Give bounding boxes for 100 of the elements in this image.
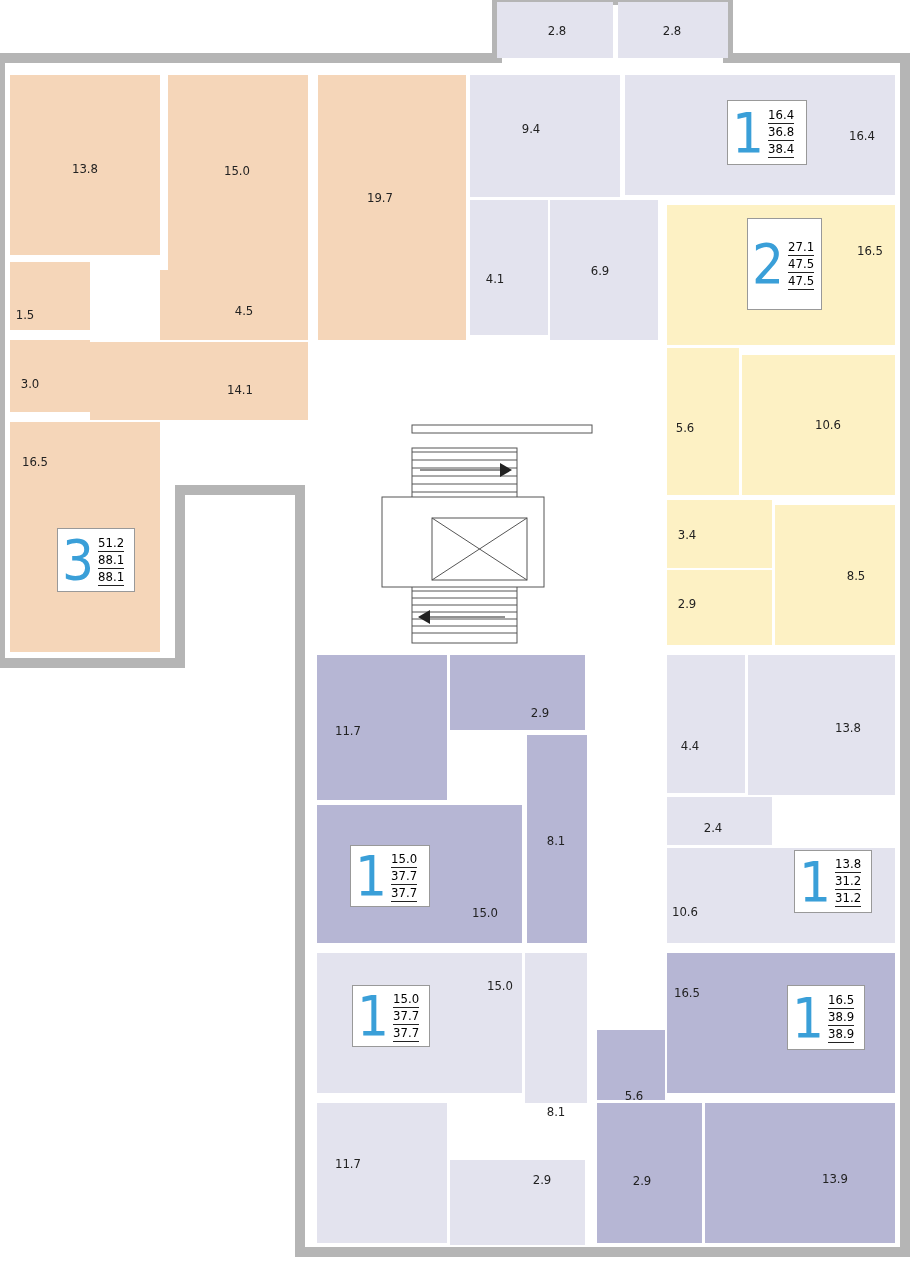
area-value: 16.4 [768,107,795,124]
room-area: 13.8 [72,160,98,176]
room [667,500,772,568]
room [497,2,613,58]
room-area: 19.7 [367,189,393,205]
room [450,1160,585,1245]
room-area: 15.0 [472,904,498,920]
room-area: 2.8 [547,22,567,38]
room [625,75,895,195]
room-area: 13.9 [822,1170,848,1186]
room-area: 5.6 [675,419,695,435]
room [775,505,895,645]
apartment-badge [787,985,865,1050]
room-area: 2.4 [703,819,723,835]
room [618,2,728,58]
area-value: 16.5 [828,992,855,1009]
area-value: 37.7 [393,1024,420,1042]
area-value: 27.1 [788,238,815,256]
room [317,1103,447,1243]
room [550,200,658,340]
room-area: 4.5 [234,302,254,318]
area-value: 31.2 [835,873,862,890]
room [317,805,522,943]
room-count: 1 [799,853,832,910]
room-area: 2.9 [677,595,697,611]
room [742,355,895,495]
apartment-badge [794,850,872,913]
room-area: 2.9 [530,704,550,720]
apartment-badge [727,100,807,165]
apartment-badge [747,218,822,310]
room [160,270,308,340]
room-count: 3 [62,532,95,588]
room [597,1103,702,1243]
room [317,953,522,1093]
room-area: 11.7 [335,722,361,738]
room [10,262,90,330]
room [10,75,160,255]
room [667,348,739,495]
room-area: 3.4 [677,526,697,542]
area-value: 88.1 [98,551,125,569]
area-value: 37.7 [393,1007,420,1025]
area-value: 47.5 [788,255,815,273]
room-count: 1 [355,848,388,904]
room-area: 2.8 [662,22,682,38]
room-area: 10.6 [672,903,698,919]
room-area: 4.1 [485,270,505,286]
room-area: 11.7 [335,1155,361,1171]
room-area: 8.1 [546,1103,566,1119]
area-value: 36.8 [768,124,795,141]
room [470,75,620,197]
room-area: 15.0 [224,162,250,178]
room [667,953,895,1093]
room [667,848,895,943]
room [748,655,895,795]
room [168,75,308,270]
area-value: 31.2 [835,890,862,907]
area-value: 15.0 [393,990,420,1008]
room-area: 4.4 [680,737,700,753]
room [10,340,90,412]
room [450,655,585,730]
room-area: 8.5 [846,567,866,583]
area-value: 38.9 [828,1026,855,1043]
room-area: 14.1 [227,381,253,397]
room-count: 1 [732,104,765,161]
area-value: 37.7 [391,884,418,902]
area-value: 13.8 [835,856,862,873]
room-area: 16.5 [674,984,700,1000]
room-count: 1 [792,989,825,1046]
apartment-badge [352,985,430,1047]
room [527,735,587,943]
room [317,655,447,800]
room-area: 2.9 [632,1172,652,1188]
room [10,422,160,652]
area-value: 37.7 [391,867,418,885]
room [597,1030,665,1100]
area-value: 51.2 [98,534,125,552]
room-area: 9.4 [521,120,541,136]
area-value: 15.0 [391,850,418,868]
room [667,570,772,645]
area-value: 47.5 [788,272,815,290]
room [667,655,745,793]
room-area: 5.6 [624,1087,644,1103]
room-area: 2.9 [532,1171,552,1187]
room-count: 2 [752,236,785,292]
area-value: 38.4 [768,141,795,158]
room-area: 8.1 [546,832,566,848]
room-area: 16.5 [857,242,883,258]
room-area: 6.9 [590,262,610,278]
room [667,797,772,845]
room-area: 16.4 [849,127,875,143]
area-value: 88.1 [98,568,125,586]
room-count: 1 [357,988,390,1044]
room [705,1103,895,1243]
room-area: 1.5 [15,306,35,322]
room-area: 15.0 [487,977,513,993]
apartment-badge [350,845,430,907]
room-area: 10.6 [815,416,841,432]
room-area: 3.0 [20,375,40,391]
room [90,342,308,420]
apartment-badge [57,528,135,592]
